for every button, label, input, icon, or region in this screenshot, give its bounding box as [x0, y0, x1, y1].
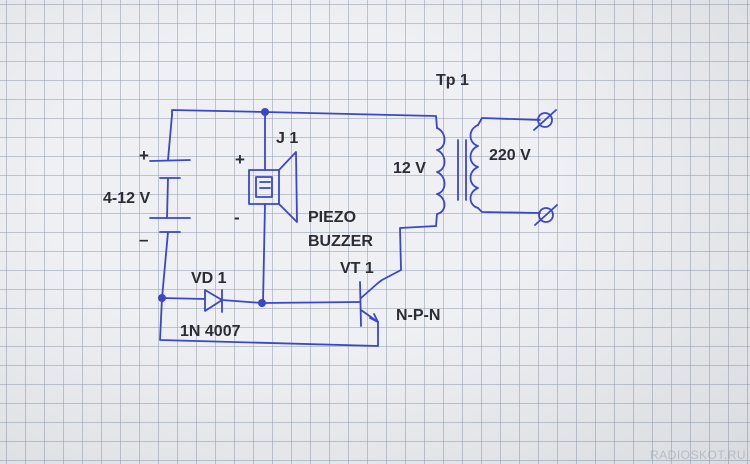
vt1-label: VT 1 — [340, 260, 374, 277]
battery-symbol — [149, 159, 191, 233]
output-terminal-top — [533, 109, 557, 131]
battery-minus-label: – — [139, 230, 149, 249]
secondary-voltage-label: 220 V — [489, 147, 531, 164]
wire-diode-to-node — [221, 299, 361, 304]
junction-dot-left — [158, 294, 166, 302]
input-voltage-label: 4-12 V — [103, 190, 151, 207]
vd1-label: VD 1 — [191, 270, 227, 287]
wire-bottom-loop — [159, 297, 379, 347]
battery-plus-label: + — [139, 146, 149, 165]
diode-symbol — [204, 289, 223, 313]
buzzer-minus-label: - — [234, 208, 240, 227]
piezo-label: PIEZO — [308, 209, 357, 226]
transformer-primary-coil — [435, 127, 446, 227]
wire-battery-mid — [166, 177, 169, 219]
wire-output-bottom — [477, 207, 541, 214]
wire-battery-bottom — [161, 231, 169, 299]
buzzer-plus-label: + — [235, 150, 245, 169]
wire-diode-rail — [161, 297, 206, 300]
primary-voltage-label: 12 V — [393, 160, 426, 177]
transformer-secondary-coil — [469, 124, 479, 209]
diode-part-label: 1N 4007 — [180, 323, 241, 340]
wire-output-top — [477, 117, 541, 126]
piezo-buzzer-symbol — [248, 151, 298, 223]
watermark: RADIOSKOT.RU — [649, 448, 746, 462]
buzzer-label: BUZZER — [308, 233, 373, 250]
transistor-symbol — [359, 225, 437, 327]
junction-dot-middle — [258, 299, 266, 307]
j1-label: J 1 — [276, 130, 299, 147]
wire-top-rail — [171, 109, 438, 129]
junction-dot-top — [261, 108, 269, 116]
npn-label: N-P-N — [396, 307, 441, 324]
wire-battery-top — [167, 114, 173, 161]
tp1-label: Tp 1 — [436, 72, 469, 89]
transformer-core — [457, 139, 467, 201]
output-terminal-bottom — [534, 204, 558, 226]
wire-buzzer-bottom — [262, 203, 266, 304]
